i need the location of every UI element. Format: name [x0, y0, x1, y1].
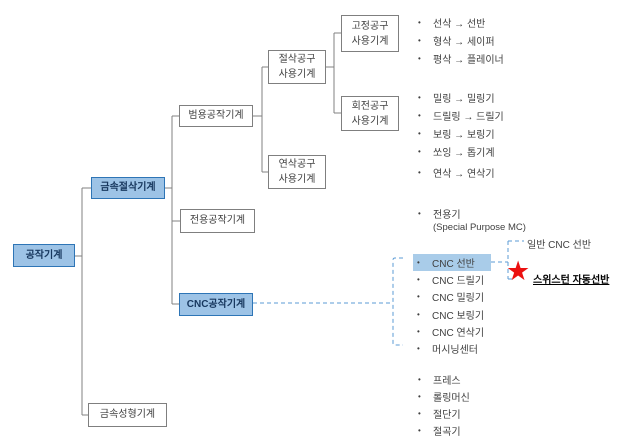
bullet-icon: •	[418, 426, 421, 435]
connector-root	[75, 187, 91, 416]
node-rotary-tool-machines: 회전공구 사용기계	[341, 96, 399, 131]
dashed-bracket	[392, 257, 403, 346]
list-item-label: 드릴링 → 드릴기	[433, 111, 504, 123]
list-item: • 전용기	[414, 206, 526, 221]
list-item-label: CNC 연삭기	[432, 327, 485, 339]
bullet-icon: •	[418, 92, 421, 102]
node-label-line: 연삭공구	[278, 159, 316, 170]
bullet-icon: •	[418, 208, 421, 218]
bullet-icon: •	[417, 344, 420, 354]
node-grinding-tool-machines: 연삭공구 사용기계	[268, 155, 326, 189]
node-label-line: 사용기계	[351, 35, 389, 47]
list-item: • 프레스	[414, 371, 470, 388]
list-item-label: CNC 보링기	[432, 310, 485, 322]
list-item-label: 보링 → 보링기	[433, 129, 495, 141]
list-item: • 쏘잉 → 톱기계	[414, 142, 504, 160]
annotation-general-cnc-lathe: 일반 CNC 선반	[527, 240, 592, 251]
list-item-label: CNC 선반	[432, 259, 475, 271]
bullet-icon: •	[418, 167, 421, 177]
star-icon: ★	[506, 256, 531, 286]
bullet-icon: •	[417, 292, 420, 302]
list-item-label: 밀링 → 밀링기	[433, 93, 495, 105]
bullet-icon: •	[418, 17, 421, 27]
list-item-label: 절곡기	[433, 427, 461, 436]
special-purpose-subtitle: (Special Purpose MC)	[433, 221, 526, 233]
bullet-icon: •	[417, 258, 420, 268]
node-label-line: 절삭공구	[278, 54, 316, 65]
node-machine-tool: 공작기계	[13, 244, 75, 267]
bullet-icon: •	[417, 326, 420, 336]
list-item-label: 전용기	[433, 209, 461, 221]
list-item: • 형삭 → 세이퍼	[414, 31, 504, 49]
bullet-icon: •	[418, 375, 421, 384]
list-item: • CNC 드릴기	[413, 271, 491, 288]
list-forming-machines: • 프레스 • 롤링머신 • 절단기 • 절곡기	[414, 371, 470, 436]
bullet-icon: •	[418, 35, 421, 45]
node-general-purpose: 범용공작기계	[179, 105, 253, 127]
node-label-line: 회전공구	[351, 100, 389, 112]
connector-general-purpose	[253, 66, 268, 173]
list-item-cnc-lathe-highlighted: • CNC 선반	[413, 254, 491, 272]
list-item: • 롤링머신	[414, 388, 470, 405]
bullet-icon: •	[418, 128, 421, 138]
list-item-label: 머시닝센터	[432, 345, 478, 357]
bullet-icon: •	[418, 409, 421, 418]
connector-metal-cutting	[165, 115, 180, 305]
node-label-line: 사용기계	[278, 69, 316, 80]
bullet-icon: •	[417, 309, 420, 319]
list-cnc-machines: • CNC 선반 • CNC 드릴기 • CNC 밀링기 • CNC 보링기 •…	[413, 254, 491, 357]
bullet-icon: •	[418, 110, 421, 120]
list-item: • CNC 보링기	[413, 306, 491, 323]
list-item-label: 형삭 → 세이퍼	[433, 36, 495, 48]
list-fixed-tool-processes: • 선삭 → 선반 • 형삭 → 세이퍼 • 평삭 → 플레이너	[414, 13, 504, 67]
list-item: • 드릴링 → 드릴기	[414, 106, 504, 124]
list-item-label: 연삭 → 연삭기	[433, 168, 495, 180]
bullet-icon: •	[418, 53, 421, 63]
node-label-line: 사용기계	[351, 115, 389, 127]
list-item: • 연삭 → 연삭기	[414, 163, 495, 181]
list-item-label: CNC 밀링기	[432, 293, 485, 305]
list-grinding-processes: • 연삭 → 연삭기	[414, 163, 495, 181]
list-item: • 절단기	[414, 405, 470, 422]
node-special-purpose: 전용공작기계	[180, 209, 255, 233]
bullet-icon: •	[417, 275, 420, 285]
node-label-line: 고정공구	[351, 20, 389, 32]
list-item-label: 롤링머신	[433, 393, 470, 404]
list-item: • 밀링 → 밀링기	[414, 88, 504, 106]
list-item-label: CNC 드릴기	[432, 276, 485, 288]
list-item: • 평삭 → 플레이너	[414, 49, 504, 67]
list-item: • CNC 연삭기	[413, 323, 491, 340]
annotation-swiss-turn-lathe: 스위스턴 자동선반	[533, 275, 610, 286]
node-fixed-tool-machines: 고정공구 사용기계	[341, 15, 399, 52]
special-purpose-detail: • 전용기 (Special Purpose MC)	[414, 206, 526, 234]
list-rotary-tool-processes: • 밀링 → 밀링기 • 드릴링 → 드릴기 • 보링 → 보링기 • 쏘잉 →…	[414, 88, 504, 160]
list-item: • 선삭 → 선반	[414, 13, 504, 31]
bullet-icon: •	[418, 392, 421, 401]
list-item-label: 절단기	[433, 410, 461, 421]
connector-cutting-tool	[326, 32, 341, 114]
list-item: • 머시닝센터	[413, 340, 491, 357]
bullet-icon: •	[418, 146, 421, 156]
node-label-line: 사용기계	[278, 174, 316, 185]
list-item-label: 프레스	[433, 376, 461, 387]
node-metal-forming: 금속성형기계	[88, 403, 167, 427]
list-item: • 보링 → 보링기	[414, 124, 504, 142]
list-item: • 절곡기	[414, 422, 470, 436]
node-cnc-machine-tool: CNC공작기계	[179, 293, 253, 316]
list-item-label: 평삭 → 플레이너	[433, 54, 504, 66]
node-metal-cutting: 금속절삭기계	[91, 177, 165, 199]
list-item-label: 선삭 → 선반	[433, 18, 486, 30]
node-cutting-tool-machines: 절삭공구 사용기계	[268, 50, 326, 84]
list-item-label: 쏘잉 → 톱기계	[433, 147, 495, 159]
list-item: • CNC 밀링기	[413, 288, 491, 305]
